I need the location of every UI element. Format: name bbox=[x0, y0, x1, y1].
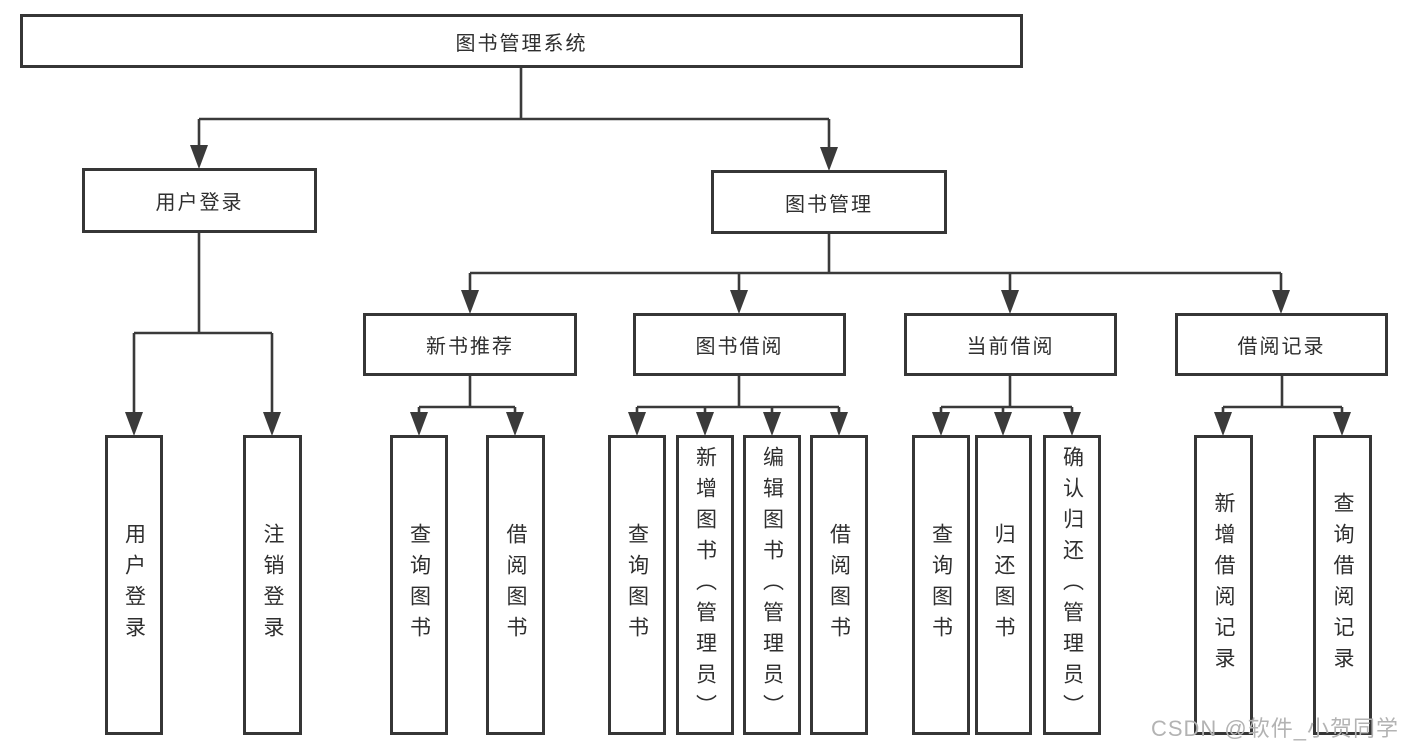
leaf-logout: 注销登录 bbox=[243, 435, 302, 735]
csdn-watermark: CSDN @软件_小贺同学 bbox=[1150, 716, 1399, 741]
leaf-label: 查询图书 bbox=[407, 523, 431, 647]
leaf-label: 借阅图书 bbox=[504, 523, 527, 647]
leaf-label: 确认归还（管理员） bbox=[1060, 445, 1084, 725]
node-borrowing-records: 借阅记录 bbox=[1175, 313, 1388, 376]
node-book-borrowing: 图书借阅 bbox=[633, 313, 846, 376]
leaf-label: 查询图书 bbox=[625, 523, 649, 647]
leaf-query-borrow-record: 查询借阅记录 bbox=[1313, 435, 1372, 735]
leaf-label: 新增借阅记录 bbox=[1212, 492, 1235, 678]
leaf-label: 归还图书 bbox=[992, 523, 1015, 647]
leaf-add-borrow-record: 新增借阅记录 bbox=[1194, 435, 1253, 735]
node-label: 图书借阅 bbox=[695, 336, 784, 358]
leaf-query-books-borrowing: 查询图书 bbox=[608, 435, 666, 735]
node-new-book-recommendation: 新书推荐 bbox=[363, 313, 577, 376]
leaf-label: 新增图书（管理员） bbox=[693, 445, 717, 725]
leaf-label: 注销登录 bbox=[261, 523, 284, 647]
leaf-confirm-return-admin: 确认归还（管理员） bbox=[1043, 435, 1101, 735]
leaf-label: 用户登录 bbox=[122, 523, 146, 647]
leaf-label: 查询借阅记录 bbox=[1331, 492, 1354, 678]
leaf-edit-book-admin: 编辑图书（管理员） bbox=[743, 435, 801, 735]
node-book-management-system: 图书管理系统 bbox=[20, 14, 1023, 68]
node-current-borrowing: 当前借阅 bbox=[904, 313, 1117, 376]
leaf-label: 编辑图书（管理员） bbox=[760, 445, 784, 725]
node-label: 借阅记录 bbox=[1237, 336, 1326, 358]
node-label: 用户登录 bbox=[155, 192, 244, 214]
node-label: 图书管理 bbox=[785, 193, 873, 216]
leaf-return-books: 归还图书 bbox=[975, 435, 1032, 735]
node-label: 图书管理系统 bbox=[455, 32, 588, 55]
arrowhead-icons bbox=[125, 145, 1351, 436]
node-user-login-branch: 用户登录 bbox=[82, 168, 317, 233]
leaf-add-book-admin: 新增图书（管理员） bbox=[676, 435, 734, 735]
leaf-user-login: 用户登录 bbox=[105, 435, 163, 735]
leaf-borrow-books-borrowing: 借阅图书 bbox=[810, 435, 868, 735]
leaf-query-books-recommend: 查询图书 bbox=[390, 435, 448, 735]
node-label: 当前借阅 bbox=[966, 336, 1055, 358]
node-book-management-branch: 图书管理 bbox=[711, 170, 947, 234]
leaf-label: 查询图书 bbox=[929, 523, 953, 647]
leaf-borrow-books-recommend: 借阅图书 bbox=[486, 435, 545, 735]
leaf-label: 借阅图书 bbox=[827, 523, 851, 647]
node-label: 新书推荐 bbox=[426, 336, 514, 358]
leaf-query-books-current: 查询图书 bbox=[912, 435, 970, 735]
